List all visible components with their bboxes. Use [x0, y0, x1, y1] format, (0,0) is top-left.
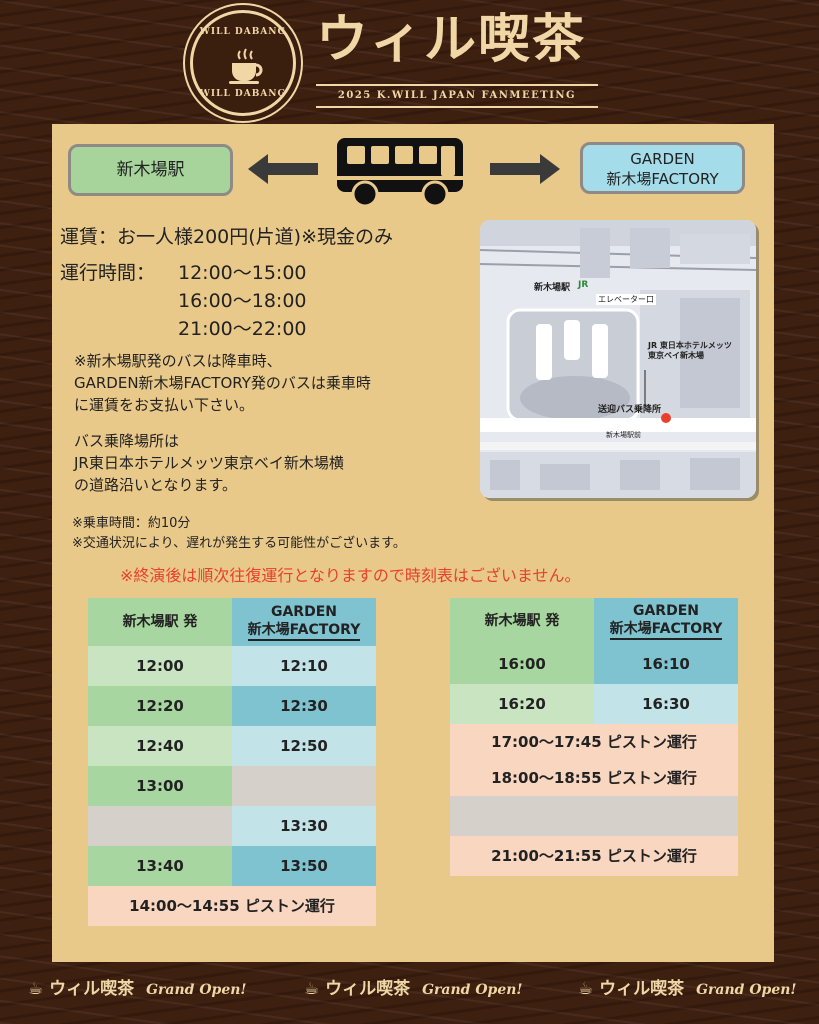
table-cell — [232, 766, 376, 806]
payment-note-line: GARDEN新木場FACTORY発のバスは乗車時 — [74, 374, 371, 392]
map-hotel-label-1: JR 東日本ホテルメッツ — [648, 341, 732, 350]
timetable-right-header-departure: 新木場駅 発 — [450, 598, 594, 644]
map-bus-stop-label: 送迎バス乗降所 — [598, 405, 662, 415]
map-streets — [480, 220, 756, 498]
page-subtitle: 2025 K.WILL JAPAN FANMEETING — [316, 84, 598, 108]
hours-2: 16:00〜18:00 — [178, 290, 307, 312]
map-station-label: 新木場駅 — [534, 283, 571, 293]
footer-tagline: Grand Open! — [422, 982, 523, 998]
arrow-left-icon — [248, 154, 318, 184]
header-arrival-line2: 新木場FACTORY — [247, 621, 361, 641]
stop-location-line: バス乗降場所は — [74, 432, 180, 450]
hours-label: 運行時間： — [60, 262, 156, 284]
table-cell: 12:20 — [88, 686, 232, 726]
table-cell: 12:10 — [232, 646, 376, 686]
area-map: 新木場駅 JR エレベーター口 JR 東日本ホテルメッツ 東京ベイ新木場 送迎バ… — [480, 220, 756, 498]
ride-time-note: ※乗車時間：約10分 — [72, 516, 191, 531]
header-arrival-line1: GARDEN — [270, 604, 337, 620]
stop-location-line: JR東日本ホテルメッツ東京ベイ新木場横 — [74, 454, 344, 472]
header-arrival-line2: 新木場FACTORY — [609, 620, 723, 640]
coffee-cup-icon: ☕ — [578, 979, 594, 999]
table-cell: 12:30 — [232, 686, 376, 726]
table-cell — [88, 806, 232, 846]
map-jr-label: JR — [578, 280, 589, 290]
coffee-cup-icon: ☕ — [304, 979, 320, 999]
station-garden-factory: GARDEN 新木場FACTORY — [580, 142, 745, 194]
piston-row: 14:00〜14:55 ピストン運行 — [88, 886, 376, 926]
piston-row: 17:00〜17:45 ピストン運行 18:00〜18:55 ピストン運行 — [450, 724, 738, 796]
map-elevator-label: エレベーター口 — [596, 294, 656, 305]
stop-location-note: バス乗降場所は JR東日本ホテルメッツ東京ベイ新木場横 の道路沿いとなります。 — [74, 430, 344, 496]
bus-icon — [337, 138, 463, 208]
empty-row — [450, 796, 738, 836]
coffee-cup-icon — [229, 48, 263, 84]
footer-banner: ☕ ウィル喫茶 Grand Open! — [578, 974, 797, 1004]
station-garden-line1: GARDEN — [630, 150, 695, 168]
payment-note-line: に運賃をお支払い下さい。 — [74, 396, 255, 414]
fare-text: 運賃：お一人様200円(片道)※現金のみ — [60, 226, 394, 248]
piston-line: 17:00〜17:45 ピストン運行 — [491, 733, 697, 751]
table-cell: 13:40 — [88, 846, 232, 886]
table-cell: 13:30 — [232, 806, 376, 846]
table-cell: 16:20 — [450, 684, 594, 724]
page-title: ウィル喫茶 — [316, 10, 587, 70]
map-road-label: 新木場駅前 — [606, 431, 641, 439]
info-panel: 新木場駅 GARDEN 新木場FACTORY 運賃：お一人様200円(片道)※現… — [52, 124, 774, 962]
timetable-right-header-arrival: GARDEN 新木場FACTORY — [594, 598, 738, 644]
map-hotel-label-2: 東京ベイ新木場 — [648, 351, 704, 360]
footer-tagline: Grand Open! — [146, 982, 247, 998]
stop-location-line: の道路沿いとなります。 — [74, 476, 238, 494]
timetable-left-header-departure: 新木場駅 発 — [88, 598, 232, 646]
hours-3: 21:00〜22:00 — [178, 318, 307, 340]
header: WILL DABANG WILL DABANG ウィル喫茶 2025 K.WIL… — [0, 0, 819, 120]
footer-brand: ウィル喫茶 — [599, 979, 685, 999]
table-cell: 12:40 — [88, 726, 232, 766]
footer-banner: ☕ ウィル喫茶 Grand Open! — [304, 974, 523, 1004]
piston-row: 21:00〜21:55 ピストン運行 — [450, 836, 738, 876]
traffic-note: ※交通状況により、遅れが発生する可能性がございます。 — [72, 536, 406, 551]
table-cell: 16:10 — [594, 644, 738, 684]
table-cell: 16:30 — [594, 684, 738, 724]
no-timetable-warning: ※終演後は順次往復運行となりますので時刻表はございません。 — [120, 566, 581, 585]
payment-note-line: ※新木場駅発のバスは降車時、 — [74, 352, 282, 370]
hours-1: 12:00〜15:00 — [178, 262, 307, 284]
footer-brand: ウィル喫茶 — [49, 979, 135, 999]
table-cell: 13:00 — [88, 766, 232, 806]
header-arrival-line1: GARDEN — [632, 603, 699, 619]
logo-top-text: WILL DABANG — [199, 27, 287, 37]
table-cell: 13:50 — [232, 846, 376, 886]
payment-note: ※新木場駅発のバスは降車時、 GARDEN新木場FACTORY発のバスは乗車時 … — [74, 350, 371, 416]
footer-brand: ウィル喫茶 — [325, 979, 411, 999]
logo: WILL DABANG WILL DABANG — [190, 10, 296, 116]
arrow-right-icon — [490, 154, 560, 184]
footer-tagline: Grand Open! — [696, 982, 797, 998]
station-garden-line2: 新木場FACTORY — [606, 170, 719, 188]
footer-banner: ☕ ウィル喫茶 Grand Open! — [28, 974, 247, 1004]
table-cell: 16:00 — [450, 644, 594, 684]
logo-bottom-text: WILL DABANG — [199, 89, 287, 99]
table-cell: 12:00 — [88, 646, 232, 686]
timetable-left-header-arrival: GARDEN 新木場FACTORY — [232, 598, 376, 646]
table-cell: 12:50 — [232, 726, 376, 766]
coffee-cup-icon: ☕ — [28, 979, 44, 999]
station-shin-kiba: 新木場駅 — [68, 144, 233, 196]
piston-line: 18:00〜18:55 ピストン運行 — [491, 769, 697, 787]
